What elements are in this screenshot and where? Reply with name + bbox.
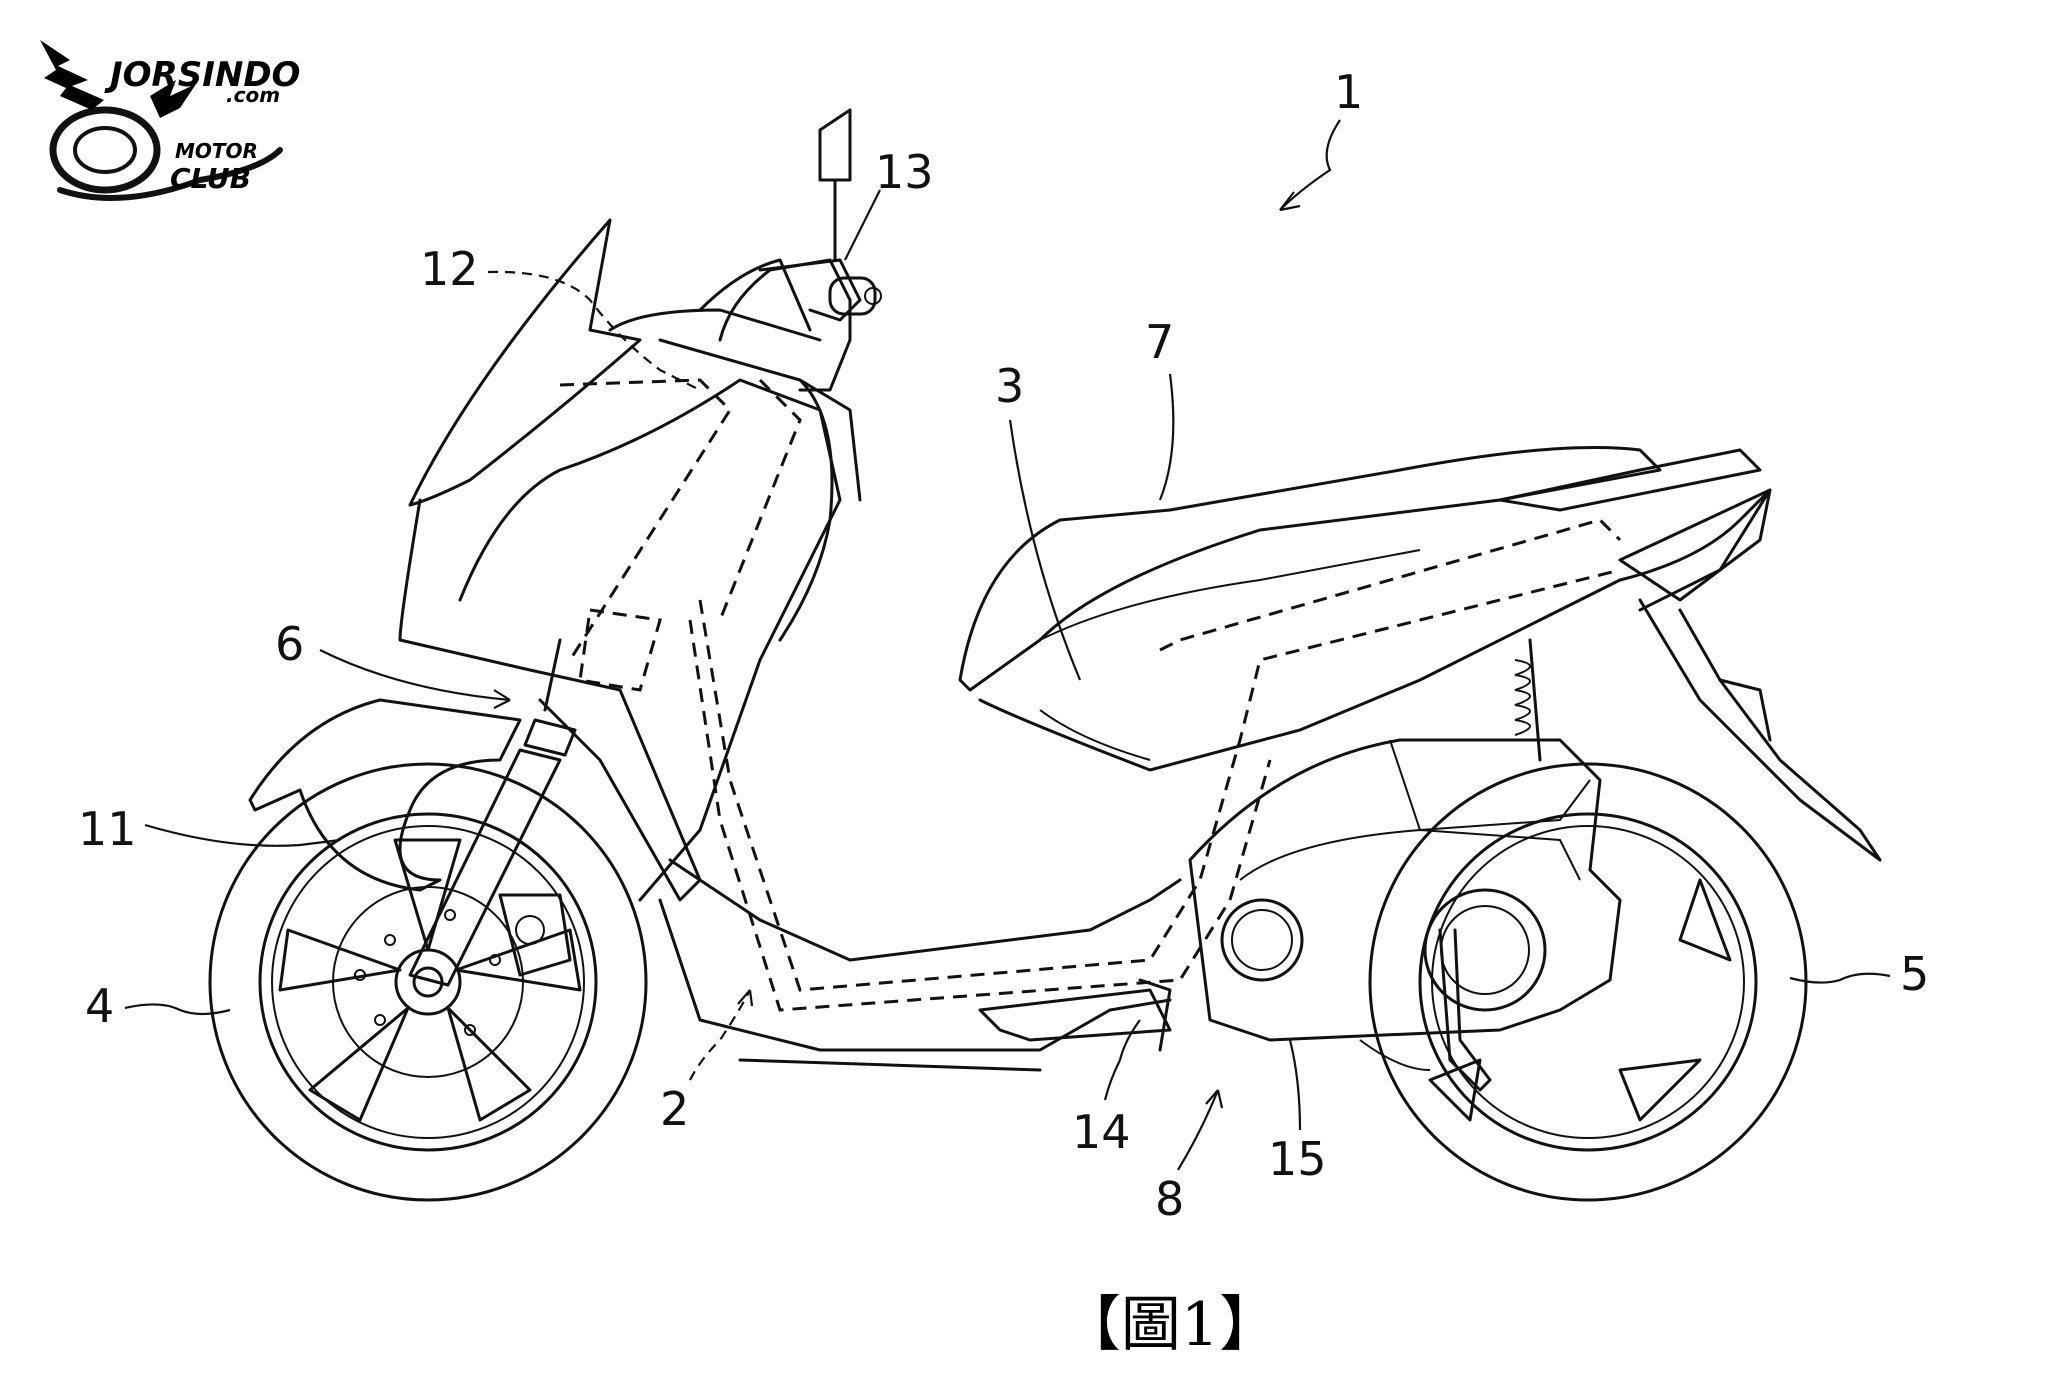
ref-13-text: 13: [875, 145, 934, 199]
floorboard: [658, 858, 1182, 1072]
ref-8-text: 8: [1155, 1172, 1184, 1226]
ref-14-text: 14: [1072, 1105, 1131, 1159]
ref-label-13: 13: [844, 145, 934, 261]
ref-7-text: 7: [1145, 315, 1174, 369]
footrest: [978, 978, 1172, 1052]
logo-tagline-top: MOTOR: [175, 139, 258, 163]
front-cowl: [398, 218, 862, 902]
figure-caption: 【圖1】: [1061, 1290, 1279, 1360]
engine-unit: [1188, 738, 1622, 1042]
jorsindo-logo: JORSINDO .com MOTOR CLUB: [40, 40, 300, 201]
ref-label-11: 11: [78, 802, 341, 856]
ref-5-text: 5: [1900, 947, 1929, 1001]
logo-domain: .com: [226, 83, 280, 107]
logo-name: JORSINDO: [104, 55, 300, 95]
ref-label-7: 7: [1145, 315, 1175, 501]
frame-hidden-lines: [559, 378, 1622, 1012]
kickstand: [1359, 928, 1492, 1092]
ref-label-8: 8: [1155, 1089, 1224, 1226]
ref-1-text: 1: [1334, 65, 1363, 119]
ref-label-3: 3: [995, 359, 1082, 681]
ref-4-text: 4: [85, 979, 114, 1033]
seat: [958, 446, 1762, 692]
ref-label-4: 4: [85, 979, 231, 1033]
ref-11-text: 11: [78, 802, 137, 856]
ref-label-15: 15: [1268, 1039, 1327, 1186]
rear-body: [978, 488, 1772, 772]
reference-labels: 1 2 3 4 5 6 7 8: [78, 65, 1929, 1226]
ref-2-text: 2: [660, 1082, 689, 1136]
ref-label-14: 14: [1072, 1019, 1141, 1159]
handlebar-assembly: [718, 108, 882, 392]
ref-12-text: 12: [420, 242, 479, 296]
front-wheel: [208, 762, 648, 1202]
ref-label-2: 2: [660, 989, 754, 1136]
ref-label-1: 1: [1279, 65, 1363, 212]
front-fork: [408, 638, 577, 987]
ref-label-12: 12: [420, 242, 701, 391]
ref-15-text: 15: [1268, 1132, 1327, 1186]
logo-emblem: [40, 40, 283, 201]
ref-3-text: 3: [995, 359, 1024, 413]
ref-6-text: 6: [275, 617, 304, 671]
front-fender: [248, 698, 522, 892]
logo-tagline-bottom: CLUB: [170, 162, 251, 195]
rear-shock-absorber: [1514, 638, 1542, 762]
ref-label-5: 5: [1789, 947, 1929, 1001]
rear-fender: [1638, 598, 1882, 862]
ref-label-6: 6: [275, 617, 511, 709]
